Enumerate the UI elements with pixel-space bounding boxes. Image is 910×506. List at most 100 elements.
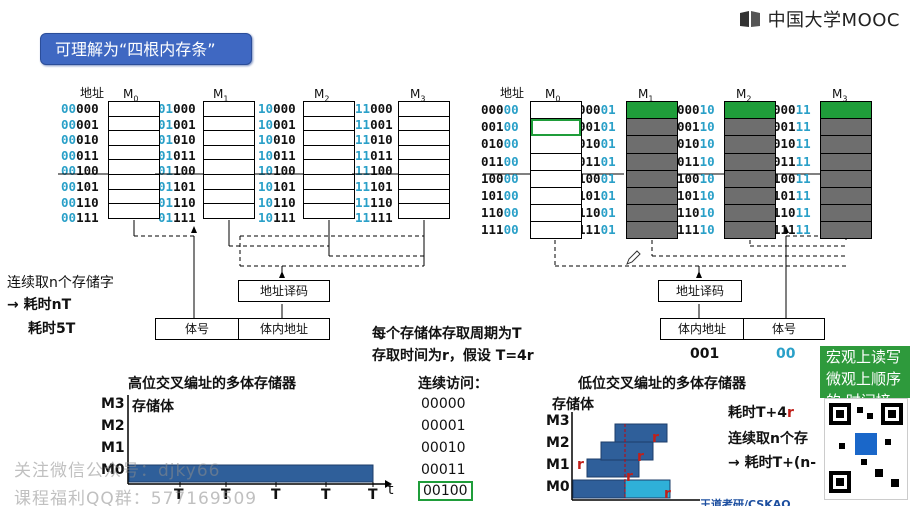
addr-row: 00100 [61,163,99,179]
address-decoder-left: 地址译码 [238,280,330,302]
value-bank-number: 00 [776,346,796,362]
addr-row: 00010 [677,102,715,117]
callout-bubble: 可理解为“四根内存条” [40,33,252,65]
addr-header-left: 地址 [80,86,105,100]
low-bar-m0 [572,479,626,499]
module-header-m1: M1 [213,87,229,104]
addr-row: 00000 [61,101,99,116]
low-chart-title: 低位交叉编址的多体存储器 [578,376,746,392]
addr-row: 10000 [481,170,519,186]
watermark-line1: 关注微信公众号：djky66 [14,461,221,481]
low-r-label-1: r [577,457,584,473]
module-header-m3: M3 [410,87,426,104]
addr-row: 11111 [355,210,393,226]
memory-bank-m3 [398,101,450,219]
high-axis-t: t [388,482,394,498]
qr-code [824,398,908,500]
sequence-item-1: 00001 [421,418,466,434]
side-panel: 宏观上读写 微观上顺序的 时间接近… [820,346,910,398]
module-header-r-m0: M0 [545,87,561,104]
addr-row: 01011 [158,147,196,163]
addr-row: 11001 [578,205,616,221]
low-r-label-2: r [626,469,633,485]
addr-row: 10010 [677,170,715,186]
addr-row: 00111 [61,210,99,226]
high-tick-2: T [271,487,281,503]
low-row-m3: M3 [546,413,570,429]
memory-bank-r-m0 [530,101,582,239]
addr-row: 00001 [578,102,616,117]
value-internal-address: 001 [690,346,720,362]
low-row-m0: M0 [546,479,570,495]
field-bank-number-right: 体号 [743,318,825,340]
sequence-title: 连续访问： [418,376,488,392]
logo-text: 中国大学MOOC [767,10,900,31]
addr-row: 10010 [258,132,296,148]
memory-bank-m2 [303,101,355,219]
high-row-m3: M3 [101,396,125,412]
low-bar-m2 [600,441,654,461]
addr-row: 10111 [258,210,296,226]
cycle-note-line2: 存取时间为r，假设 T=4r [372,348,534,364]
addr-row: 10111 [773,188,811,204]
addr-row: 10100 [481,188,519,204]
addr-row: 01000 [481,136,519,152]
addr-row: 01100 [158,163,196,179]
watermark-line2: 课程福利QQ群：577169509 [14,489,258,506]
addr-row: 10011 [258,147,296,163]
memory-bank-m1 [203,101,255,219]
module-header-r-m1: M1 [638,87,654,104]
module-header-m0: M0 [123,87,139,104]
addr-row: 11011 [773,205,811,221]
addr-row: 00101 [578,119,616,135]
addr-row: 00011 [61,147,99,163]
high-row-m0: M0 [101,462,125,478]
addr-row: 00110 [677,119,715,135]
addr-row: 01011 [773,136,811,152]
cycle-note-line1: 每个存储体存取周期为T [372,326,522,342]
footer-cut: 王道考研/CSKAO [700,498,791,506]
sequence-item-2: 00010 [421,440,466,456]
memory-bank-m0 [108,101,160,219]
addr-row: 10101 [578,188,616,204]
addr-row: 01101 [578,153,616,169]
addr-row: 00000 [481,102,519,117]
addr-row: 10011 [773,170,811,186]
addr-row: 01101 [158,178,196,194]
sequence-item-0: 00000 [421,396,466,412]
low-note1-r: r [787,405,794,421]
low-note2: 连续取n个存 [728,431,808,447]
high-tick-1: T [221,487,231,503]
addr-row: 01001 [578,136,616,152]
addr-row: 11011 [355,147,393,163]
addr-row: 11001 [355,116,393,132]
low-note3: → 耗时T+(n- [728,455,817,471]
addr-row: 01010 [158,132,196,148]
low-r-label-3: r [637,449,644,465]
addr-row: 10110 [677,188,715,204]
high-chart-bar-m0 [128,464,374,483]
addr-row: 01010 [677,136,715,152]
addr-row: 11010 [677,205,715,221]
module-header-r-m2: M2 [736,87,752,104]
sequence-item-4: 00100 [418,481,473,501]
addr-row: 10001 [578,170,616,186]
high-tick-3: T [321,487,331,503]
note-consecutive-left: 连续取n个存储字 [7,275,114,291]
addr-row: 10001 [258,116,296,132]
module-header-m2: M2 [314,87,330,104]
addr-row: 00001 [61,116,99,132]
low-r-label-4: r [652,430,659,446]
addr-row: 00110 [61,194,99,210]
addr-row: 01111 [773,153,811,169]
book-icon [739,11,760,27]
sequence-item-3: 00011 [421,462,466,478]
low-note1-text: 耗时T+4 [728,405,788,421]
addr-row: 11000 [355,101,393,116]
addr-row: 10110 [258,194,296,210]
